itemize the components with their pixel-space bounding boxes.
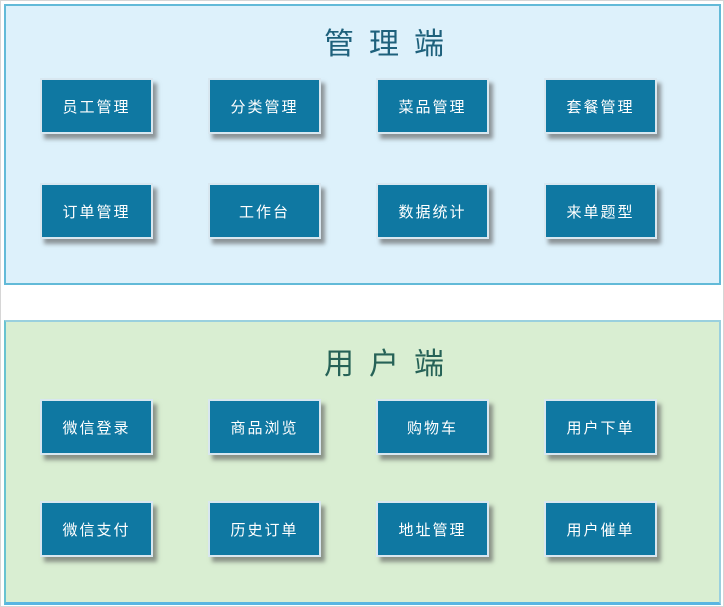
diagram-node: 来单题型 [544,183,657,239]
diagram-node: 历史订单 [208,501,321,557]
diagram-node: 用户催单 [544,501,657,557]
diagram-node: 数据统计 [376,183,489,239]
diagram-node: 微信登录 [40,399,153,455]
diagram-node: 员工管理 [40,78,153,134]
diagram-node: 菜品管理 [376,78,489,134]
user-panel: 用户端 微信登录商品浏览购物车用户下单 微信支付历史订单地址管理用户催单 [4,320,721,605]
diagram-node: 工作台 [208,183,321,239]
user-panel-title: 用户端 [324,348,459,381]
diagram-node: 地址管理 [376,501,489,557]
admin-panel: 管理端 员工管理分类管理菜品管理套餐管理 订单管理工作台数据统计来单题型 [4,4,721,285]
diagram-node: 订单管理 [40,183,153,239]
diagram-node: 套餐管理 [544,78,657,134]
user-row-1: 微信登录商品浏览购物车用户下单 [6,399,719,455]
admin-row-2: 订单管理工作台数据统计来单题型 [6,183,719,239]
diagram-node: 购物车 [376,399,489,455]
diagram-node: 微信支付 [40,501,153,557]
user-row-2: 微信支付历史订单地址管理用户催单 [6,501,719,557]
diagram-node: 用户下单 [544,399,657,455]
admin-row-1: 员工管理分类管理菜品管理套餐管理 [6,78,719,134]
admin-panel-title: 管理端 [324,28,459,61]
diagram-node: 分类管理 [208,78,321,134]
diagram-node: 商品浏览 [208,399,321,455]
